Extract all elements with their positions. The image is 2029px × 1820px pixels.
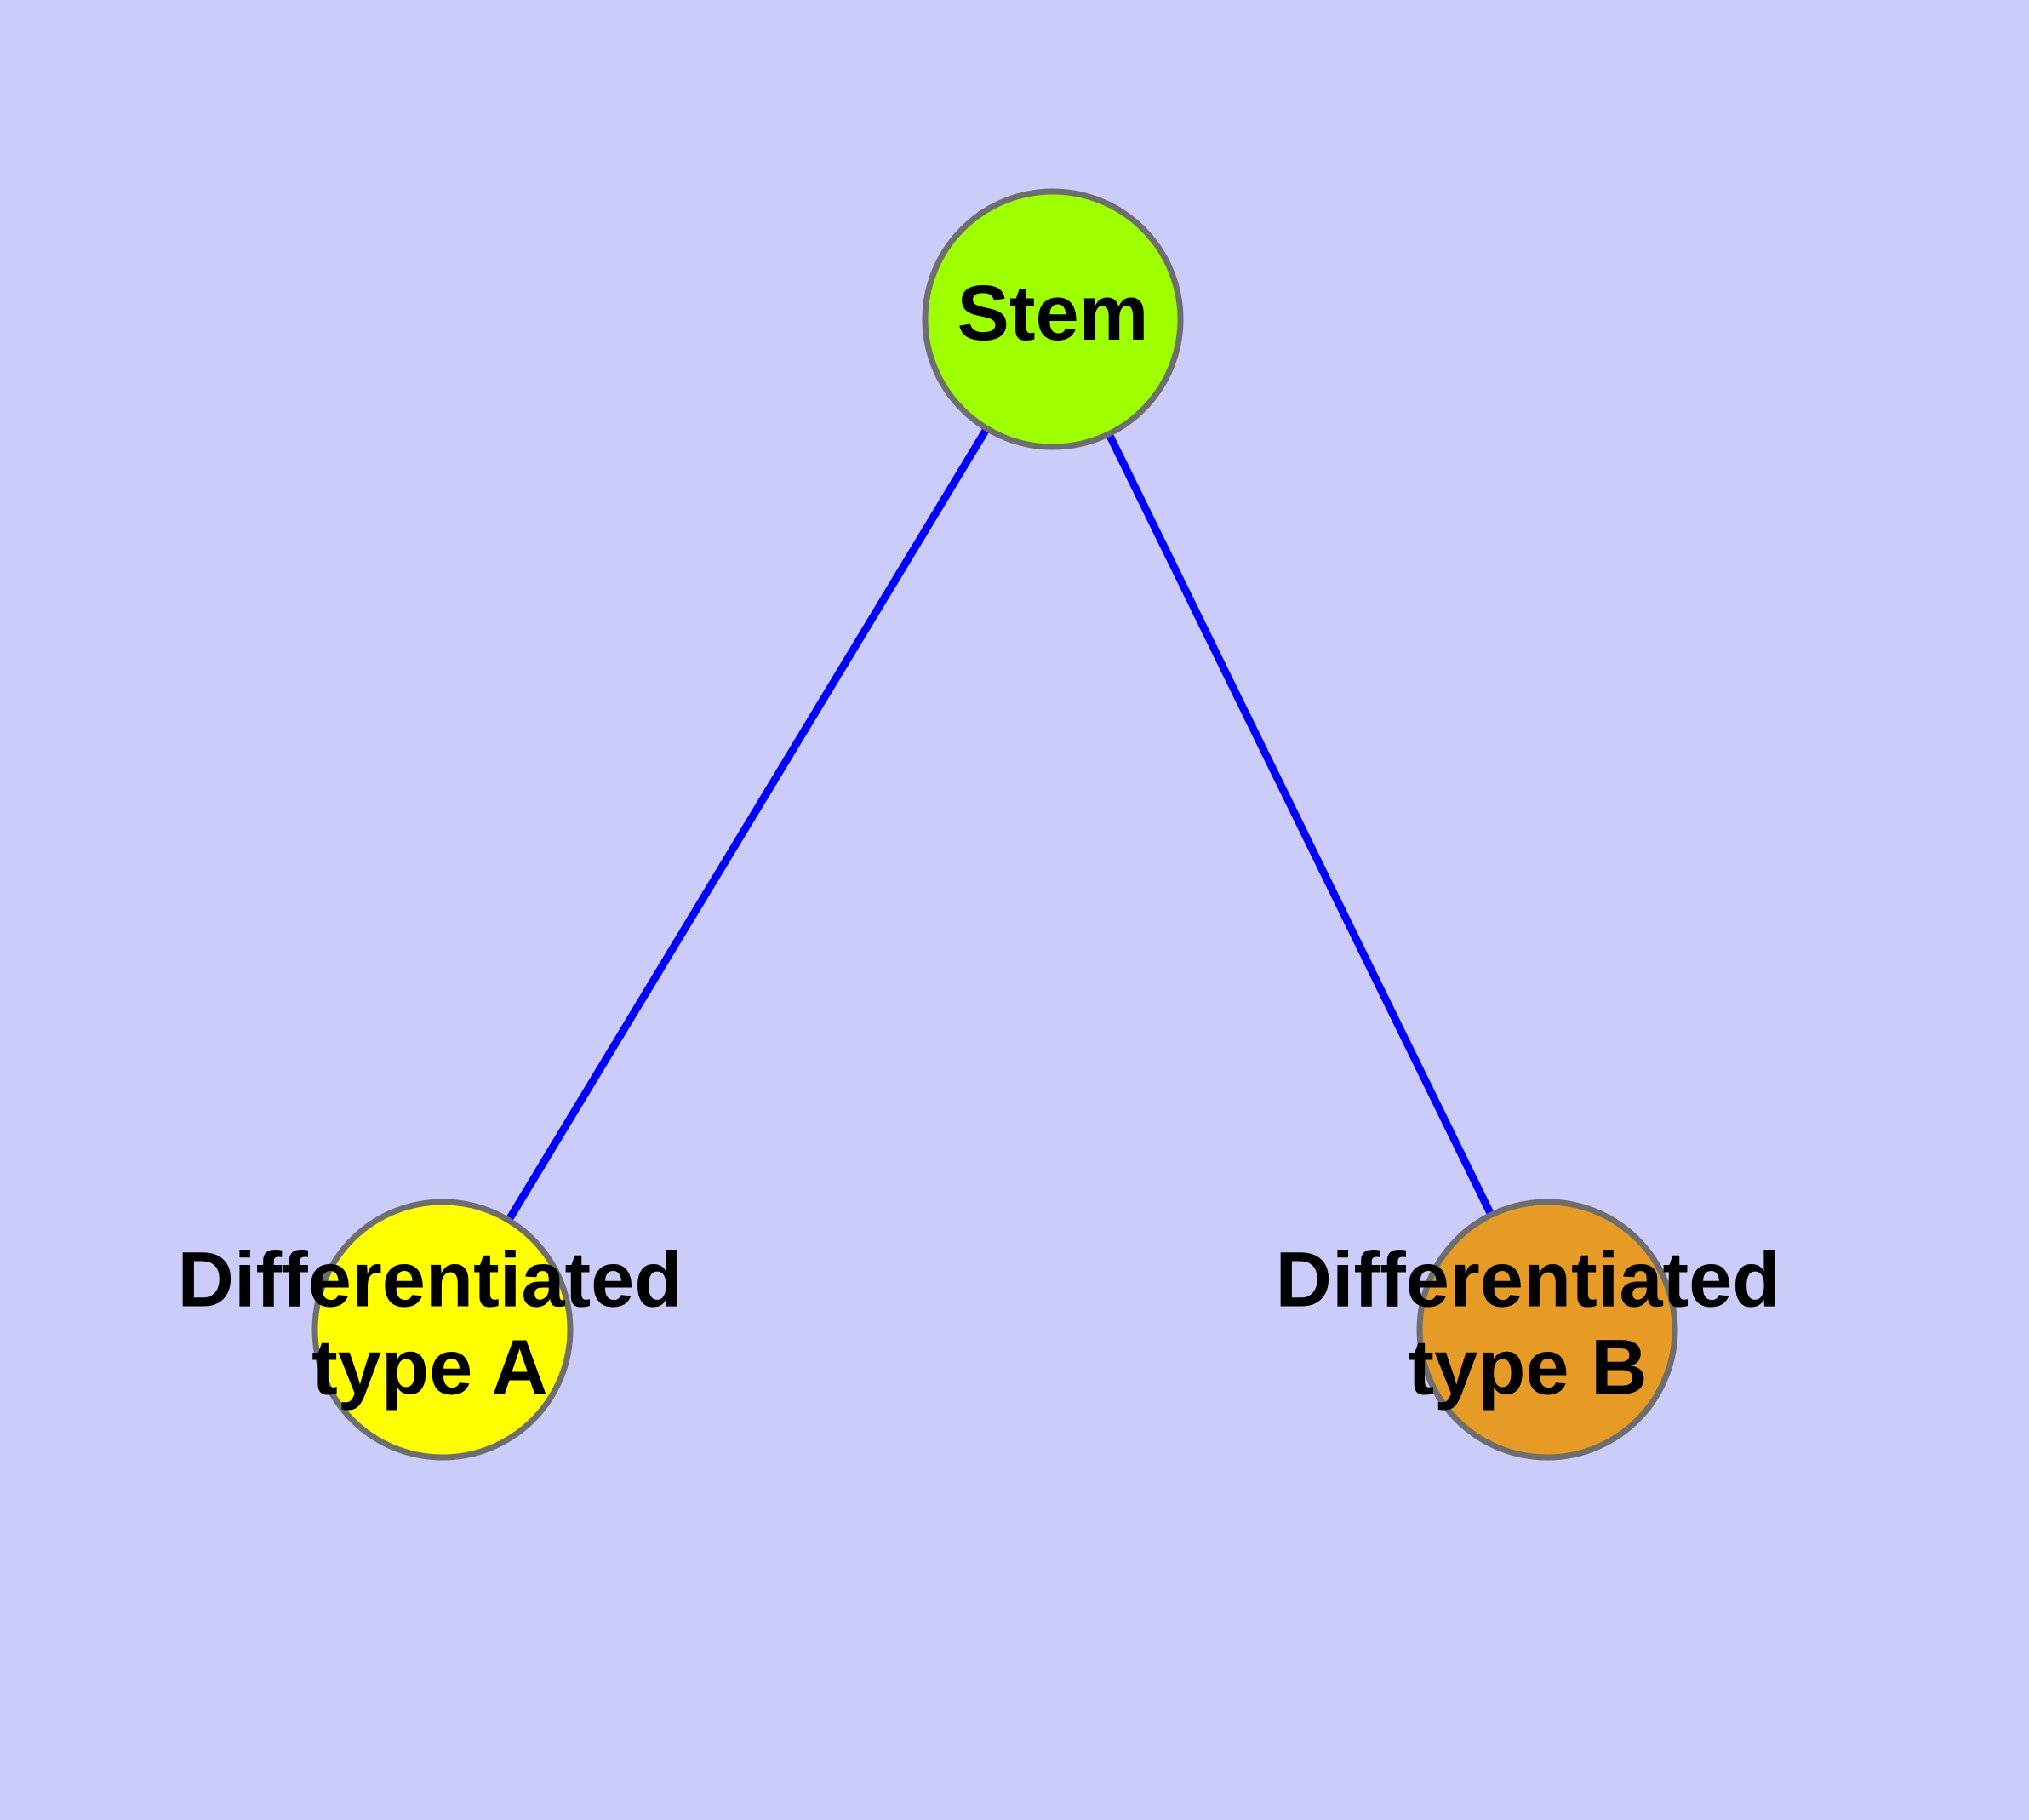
node-label-line: Stem <box>957 270 1149 357</box>
node-stem[interactable] <box>922 188 1184 450</box>
edges-layer <box>439 317 1552 1332</box>
node-label-line: Differentiated <box>1276 1237 1780 1324</box>
nodes-layer <box>311 188 1678 1461</box>
edge-stem-to-diff-a[interactable] <box>439 317 1056 1332</box>
node-label-stem: Stem <box>957 270 1149 357</box>
node-differentiated-type-b[interactable] <box>1416 1199 1678 1461</box>
node-label-line: type B <box>1408 1325 1647 1411</box>
node-label-line: type A <box>311 1325 548 1411</box>
edge-stem-to-diff-b[interactable] <box>1049 318 1552 1331</box>
node-label-line: Differentiated <box>178 1237 683 1324</box>
node-differentiated-type-a[interactable] <box>311 1199 574 1461</box>
